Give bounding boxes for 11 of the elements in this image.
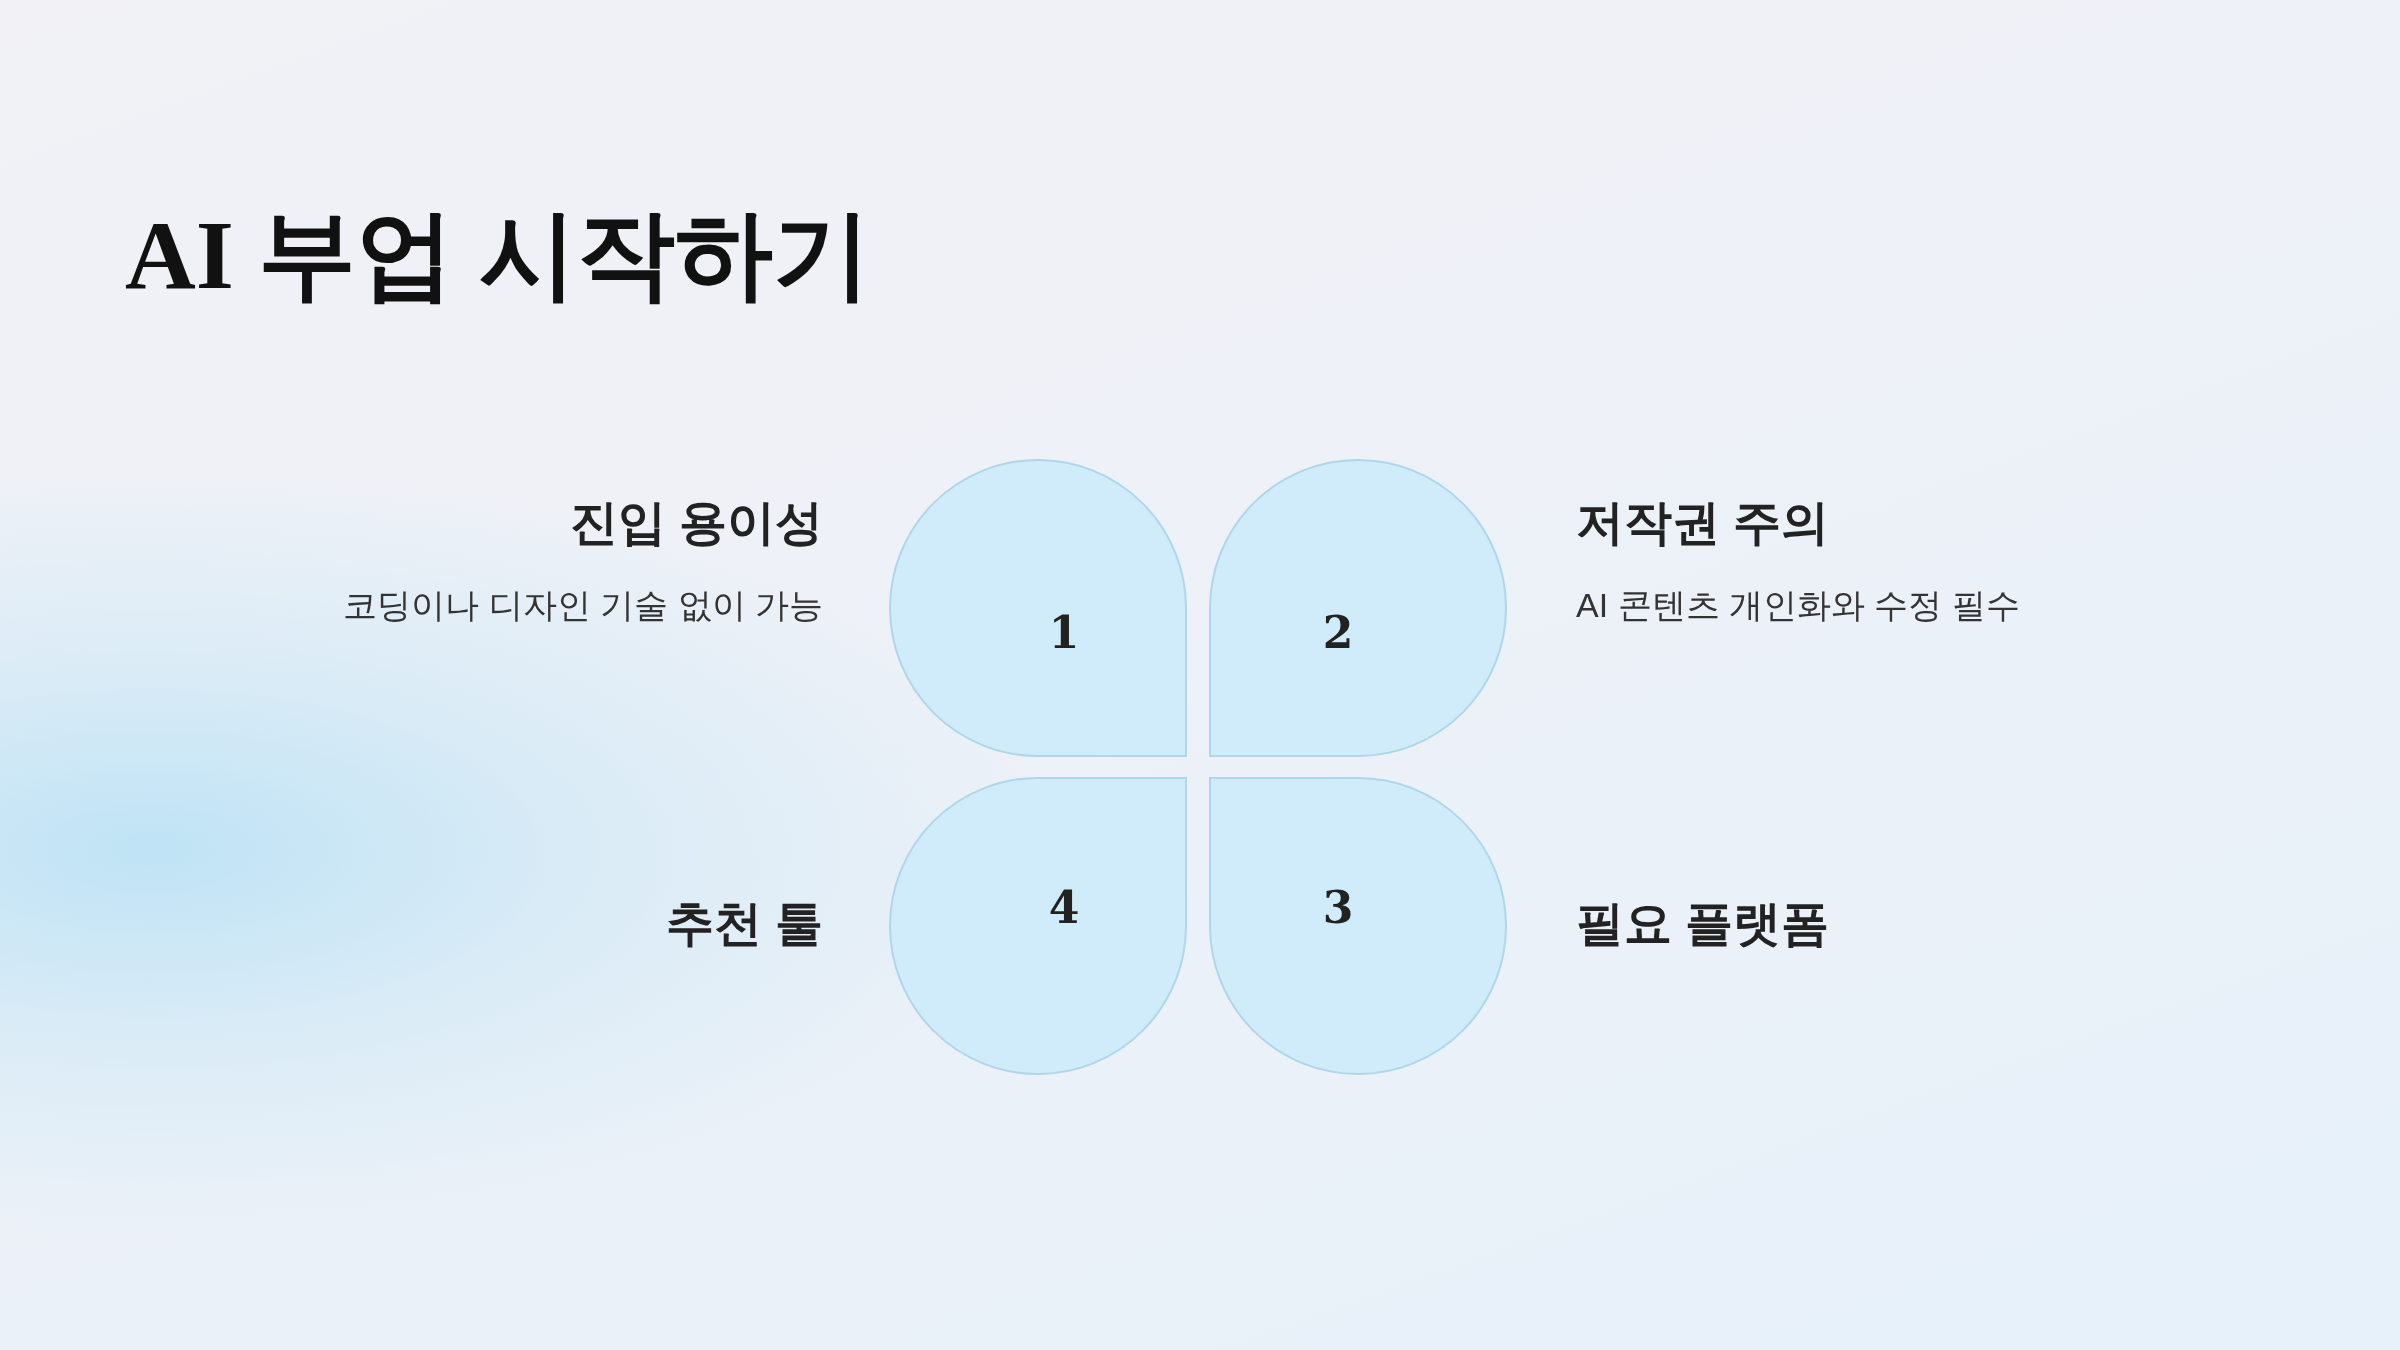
- step-number: 2: [1322, 606, 1354, 658]
- step-number: 4: [1048, 881, 1080, 933]
- step-number: 3: [1322, 881, 1354, 933]
- point-description: 코딩이나 디자인 기술 없이 가능: [343, 585, 823, 626]
- point-heading: 진입 용이성: [569, 495, 823, 551]
- step-number: 1: [1048, 606, 1080, 658]
- slide-title: AI 부업 시작하기: [125, 200, 871, 311]
- point-description: AI 콘텐츠 개인화와 수정 필수: [1576, 585, 2020, 626]
- point-heading: 추천 툴: [665, 896, 823, 952]
- point-heading: 저작권 주의: [1576, 495, 1830, 551]
- point-heading: 필요 플랫폼: [1576, 896, 1830, 952]
